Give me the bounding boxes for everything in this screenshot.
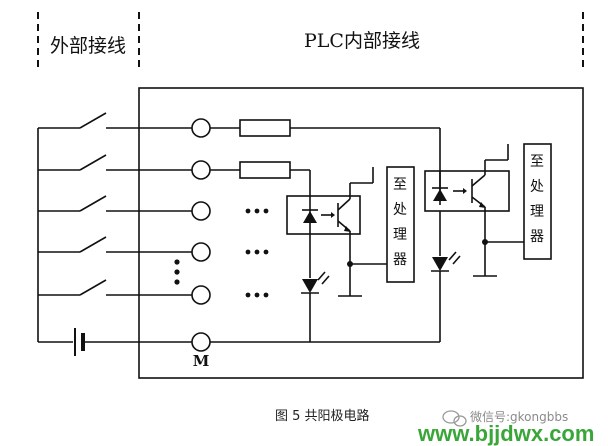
plc-enclosure: [138, 87, 584, 379]
processor-1-char-1: 至: [393, 177, 407, 193]
processor-box-2: [523, 143, 552, 260]
site-watermark: www.bjjdwx.com: [417, 421, 594, 446]
wechat-icon: [442, 410, 467, 427]
continuation-dots: [245, 208, 269, 298]
switch-rows: [38, 112, 192, 296]
optocoupler-2-wiring: [431, 144, 524, 342]
common-terminal-label: M: [193, 352, 210, 370]
optocoupler-1: [286, 195, 361, 235]
processor-2-char-4: 器: [530, 229, 544, 245]
processor-2-char-1: 至: [530, 154, 544, 170]
header-dividers: [37, 12, 584, 72]
processor-1-char-3: 理: [393, 227, 407, 243]
wechat-id-watermark: 微信号:gkongbbs: [470, 410, 568, 424]
plc-internal-wiring-label: PLC内部接线: [304, 30, 420, 52]
processor-2-char-2: 处: [530, 179, 544, 195]
processor-box-1: [386, 166, 415, 283]
processor-2-char-3: 理: [530, 204, 544, 220]
optocoupler-1-wiring: [301, 167, 387, 342]
processor-1-char-2: 处: [393, 202, 407, 218]
input-resistors: [210, 119, 441, 196]
battery-symbol: [38, 328, 192, 356]
external-wiring-label: 外部接线: [50, 35, 126, 57]
terminals: [191, 118, 211, 352]
processor-1-char-4: 器: [393, 252, 407, 268]
optocoupler-2: [424, 170, 510, 212]
figure-caption: 图 5 共阳极电路: [275, 408, 370, 424]
